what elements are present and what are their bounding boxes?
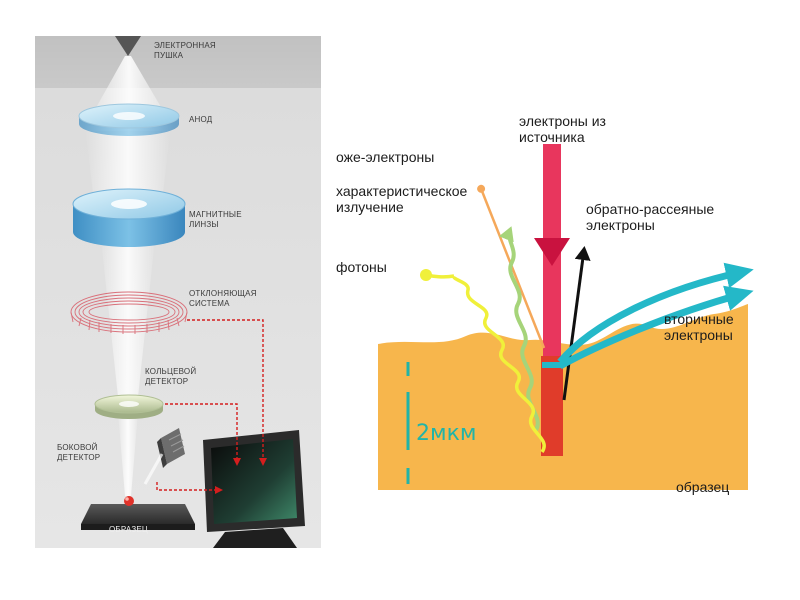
sem-schematic: ЭЛЕКТРОННАЯ ПУШКА АНОД МАГНИТНЫЕ ЛИНЗЫ О… [35, 36, 321, 548]
label-characteristic-radiation-line2: излучение [336, 199, 404, 215]
label-side-detector-line1: БОКОВОЙ [57, 443, 98, 452]
label-sample: образец [676, 479, 729, 495]
scale-label: 2мкм [416, 421, 476, 446]
photon-path-tail [425, 273, 455, 279]
label-deflection-system-line2: СИСТЕМА [189, 299, 230, 308]
label-magnetic-lenses-line2: ЛИНЗЫ [189, 220, 219, 229]
label-photons: фотоны [336, 259, 387, 275]
label-electron-gun-line1: ЭЛЕКТРОННАЯ [154, 41, 216, 50]
interaction-diagram-svg: 2мкм электроны из источника оже-электрон… [336, 113, 754, 495]
label-secondary-electrons-line1: вторичные [664, 311, 734, 327]
signal-lines [156, 319, 267, 494]
label-sample-stage: ОБРАЗЕЦ [109, 525, 148, 534]
label-electron-gun-line2: ПУШКА [154, 51, 184, 60]
source-beam-arrowhead [534, 238, 570, 266]
label-deflection-system-line1: ОТКЛОНЯЮЩАЯ [189, 289, 257, 298]
label-anode: АНОД [189, 115, 213, 124]
interaction-volume [541, 356, 563, 456]
label-magnetic-lenses-line1: МАГНИТНЫЕ [189, 210, 242, 219]
secondary-electron-path-1 [557, 262, 754, 365]
anode-icon [78, 103, 180, 136]
secondary-electron-origin [542, 362, 562, 368]
sem-schematic-svg: ЭЛЕКТРОННАЯ ПУШКА АНОД МАГНИТНЫЕ ЛИНЗЫ О… [35, 36, 321, 548]
label-secondary-electrons-line2: электроны [664, 327, 733, 343]
label-side-detector-line2: ДЕТЕКТОР [57, 453, 100, 462]
label-ring-detector-line2: ДЕТЕКТОР [145, 377, 188, 386]
label-auger-electrons: оже-электроны [336, 149, 434, 165]
magnetic-lens-icon [72, 188, 186, 247]
characteristic-radiation-path [498, 226, 540, 431]
label-backscattered-electrons-line1: обратно-рассеяные [586, 201, 714, 217]
photon-path [452, 275, 546, 454]
monitor-icon [203, 430, 305, 548]
sample-stage-icon [81, 496, 195, 530]
side-detector-icon [143, 428, 185, 485]
interaction-diagram: 2мкм электроны из источника оже-электрон… [330, 100, 770, 500]
secondary-electron-path-2 [558, 285, 754, 370]
electron-gun-icon [115, 36, 141, 56]
electron-beam-focus [117, 401, 139, 496]
label-ring-detector-line1: КОЛЬЦЕВОЙ [145, 367, 196, 376]
ring-detector-icon [94, 394, 164, 419]
label-characteristic-radiation-line1: характеристическое [336, 183, 468, 199]
electron-beam-lower [99, 221, 157, 406]
deflection-coil-icon [70, 291, 188, 334]
label-source-electrons-line1: электроны из [519, 113, 606, 129]
label-source-electrons-line2: источника [519, 129, 585, 145]
backscattered-electron-path [562, 246, 591, 401]
label-backscattered-electrons-line2: электроны [586, 217, 655, 233]
